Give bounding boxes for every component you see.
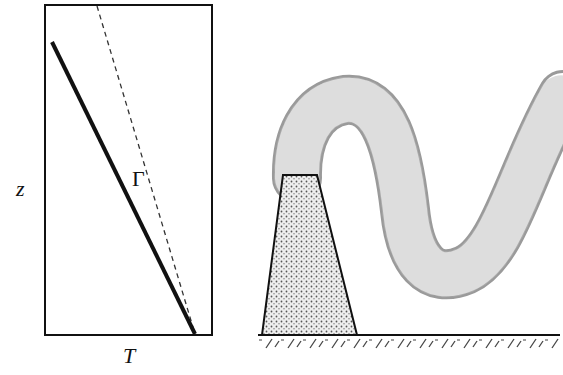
temperature-profile <box>52 42 195 334</box>
smoke-texture <box>297 95 563 274</box>
chimney <box>262 175 357 335</box>
ground-hatch <box>258 336 560 350</box>
plot-frame <box>45 5 212 335</box>
adiabatic-lapse-line <box>97 6 195 334</box>
line-label: Γ <box>132 168 145 190</box>
axis-label: z <box>16 178 25 200</box>
smoke-plume <box>297 95 563 274</box>
axis-label: T <box>123 345 135 367</box>
smoke-plume-outline <box>297 95 563 274</box>
